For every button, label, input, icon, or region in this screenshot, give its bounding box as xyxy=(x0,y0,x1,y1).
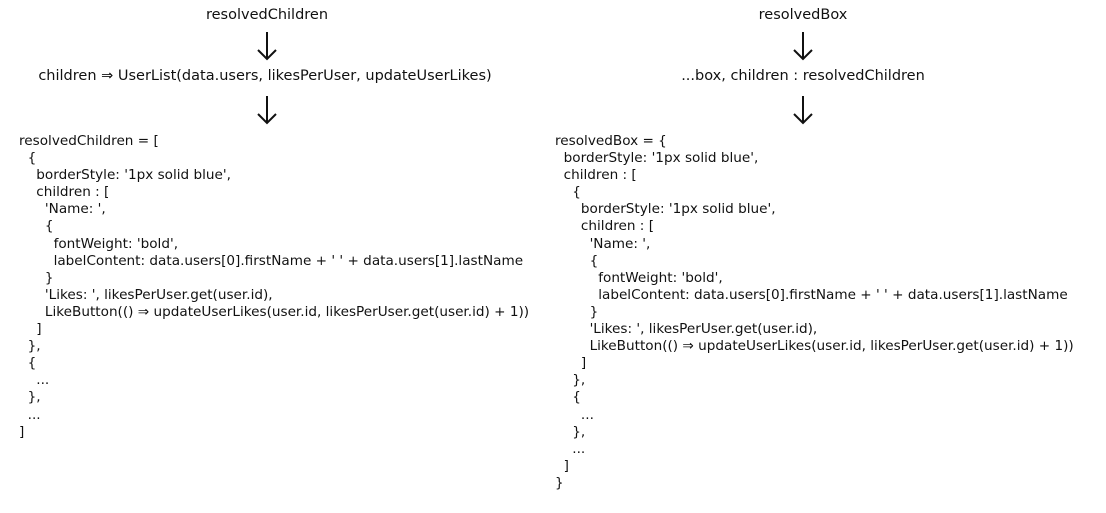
code-line: ] xyxy=(555,355,587,372)
code-line: borderStyle: '1px solid blue', xyxy=(555,201,776,218)
left-transform-label: children ⇒ UserList(data.users, likesPer… xyxy=(38,68,492,84)
code-line: { xyxy=(555,252,599,269)
arrow-down-icon xyxy=(793,96,813,125)
code-line: labelContent: data.users[0].firstName + … xyxy=(19,252,524,269)
code-line: { xyxy=(19,150,37,167)
code-line: 'Name: ', xyxy=(555,235,651,252)
code-line: children : [ xyxy=(555,167,637,184)
code-line: 'Likes: ', likesPerUser.get(user.id), xyxy=(555,321,818,338)
code-line: resolvedBox = { xyxy=(555,133,667,149)
code-line: } xyxy=(555,303,599,320)
code-line: } xyxy=(555,474,564,491)
right-code-block: resolvedBox = { borderStyle: '1px solid … xyxy=(555,133,1074,492)
code-line: 'Name: ', xyxy=(19,201,106,218)
code-line: LikeButton(() ⇒ updateUserLikes(user.id,… xyxy=(19,303,530,320)
code-line: ... xyxy=(19,406,41,423)
code-line: ... xyxy=(555,406,594,423)
code-line: { xyxy=(19,355,37,372)
code-line: ] xyxy=(555,457,569,474)
code-line: ] xyxy=(19,321,42,338)
code-line: ... xyxy=(555,440,586,457)
code-line: resolvedChildren = [ xyxy=(19,133,159,149)
code-line: children : [ xyxy=(555,218,654,235)
right-top-label: resolvedBox xyxy=(758,7,848,23)
arrow-down-icon xyxy=(257,32,277,61)
code-line: LikeButton(() ⇒ updateUserLikes(user.id,… xyxy=(555,338,1074,355)
arrow-down-icon xyxy=(257,96,277,125)
code-line: fontWeight: 'bold', xyxy=(19,235,179,252)
left-code-block: resolvedChildren = [ { borderStyle: '1px… xyxy=(19,133,529,441)
code-line: labelContent: data.users[0].firstName + … xyxy=(555,286,1068,303)
code-line: { xyxy=(555,184,581,201)
code-line: { xyxy=(555,389,581,406)
code-line: }, xyxy=(19,338,41,355)
code-line: 'Likes: ', likesPerUser.get(user.id), xyxy=(19,286,273,303)
right-transform-label: ...box, children : resolvedChildren xyxy=(681,68,925,84)
arrow-down-icon xyxy=(793,32,813,61)
left-top-label: resolvedChildren xyxy=(205,7,329,23)
code-line: ... xyxy=(19,372,50,389)
code-line: }, xyxy=(555,423,586,440)
code-line: } xyxy=(19,269,54,286)
code-line: fontWeight: 'bold', xyxy=(555,269,723,286)
code-line: }, xyxy=(19,389,41,406)
code-line: borderStyle: '1px solid blue', xyxy=(19,167,231,184)
code-line: }, xyxy=(555,372,586,389)
code-line: { xyxy=(19,218,54,235)
code-line: borderStyle: '1px solid blue', xyxy=(555,150,759,167)
code-line: children : [ xyxy=(19,184,110,201)
code-line: ] xyxy=(19,423,25,440)
